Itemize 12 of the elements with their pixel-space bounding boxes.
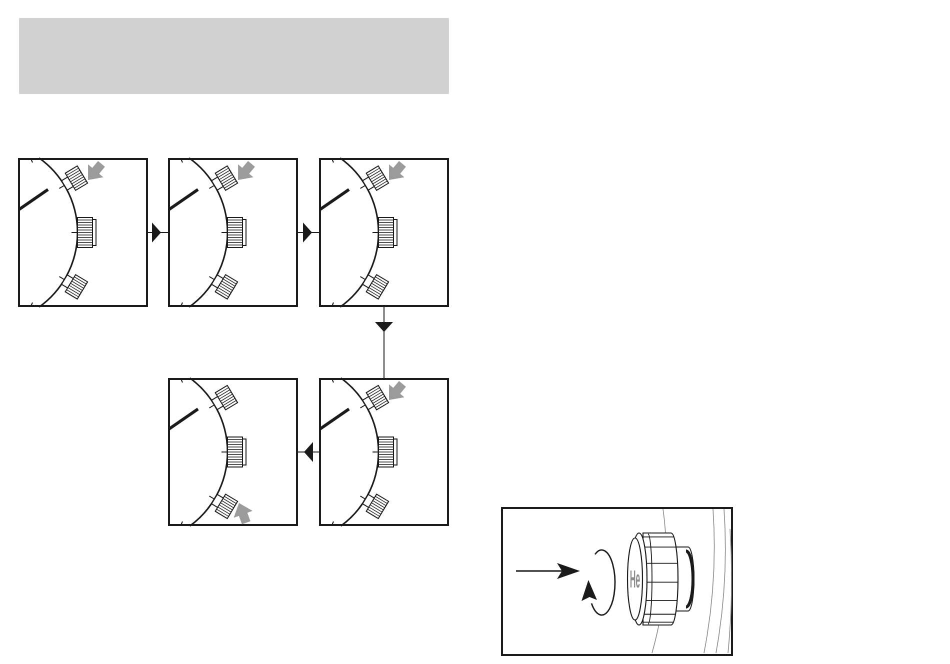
header-band xyxy=(19,18,449,94)
arrow xyxy=(148,222,168,242)
valve-marking: He xyxy=(630,566,640,592)
arrow xyxy=(375,306,393,378)
valve-panel xyxy=(501,507,733,656)
arrow xyxy=(298,222,320,242)
watch-panel xyxy=(168,378,298,526)
arrow xyxy=(298,442,320,462)
watch-panel xyxy=(18,158,148,307)
watch-panel xyxy=(319,378,449,526)
watch-panel xyxy=(168,158,298,307)
watch-panel xyxy=(319,158,449,307)
